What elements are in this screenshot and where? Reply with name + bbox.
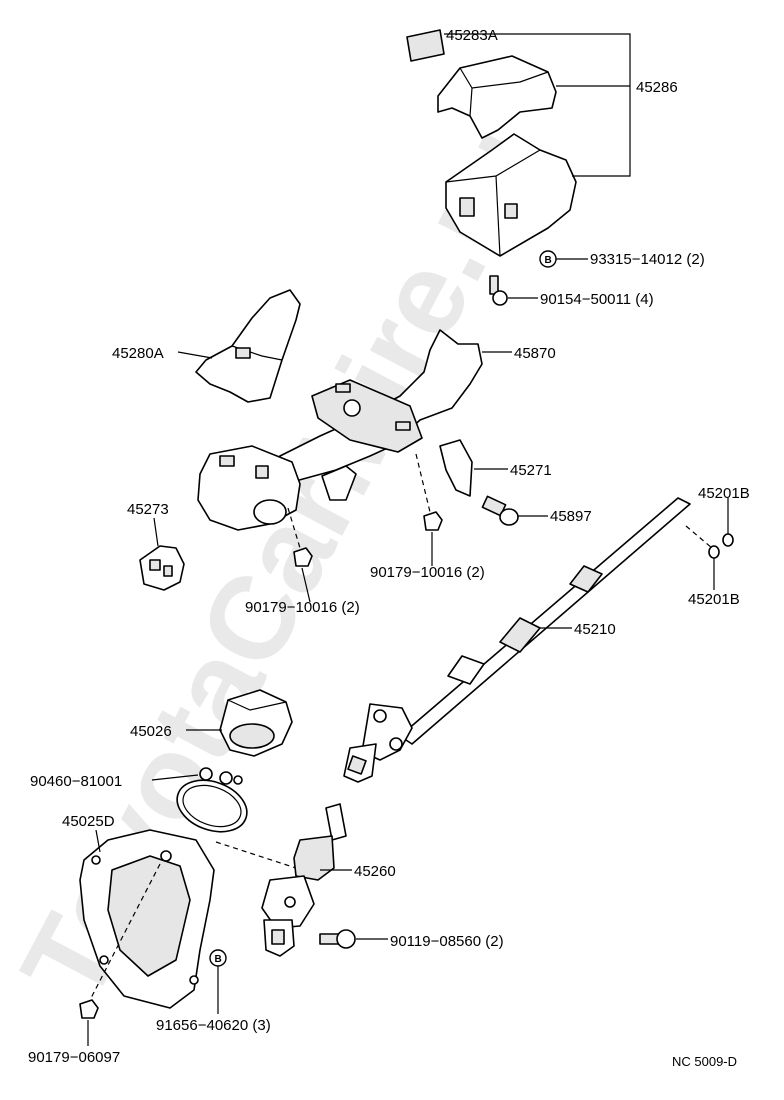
snap-ring-45201b-lower (708, 545, 720, 559)
nut-90179-10016-right (423, 511, 443, 531)
label-45025d: 45025D (62, 813, 115, 830)
b-marker-icon: B (545, 255, 552, 266)
bracket-45271 (439, 439, 473, 497)
label-45271: 45271 (510, 462, 552, 479)
label-45210: 45210 (574, 621, 616, 638)
intermediate-shaft-45260 (261, 803, 347, 957)
steering-main-shaft-45210 (343, 497, 691, 783)
b-marker-icon: B (215, 954, 222, 965)
label-plate-45283a (406, 29, 445, 62)
column-bracket-45280a (195, 289, 301, 403)
steering-column-tube-45870 (197, 329, 483, 531)
bolt-91656-40620: B (209, 949, 227, 967)
snap-ring-45201b-upper (722, 533, 734, 547)
nut-90179-06097 (79, 999, 99, 1019)
upper-column-cover (437, 55, 557, 139)
bolt-90154-50011 (489, 275, 508, 306)
label-45201b-a: 45201B (698, 485, 750, 502)
dust-cover-45025d (79, 829, 215, 1009)
bushing-45273 (139, 545, 185, 591)
label-45283a: 45283A (446, 27, 498, 44)
label-45260: 45260 (354, 863, 396, 880)
label-90179-10016-b: 90179−10016 (2) (370, 564, 485, 581)
label-90119-08560: 90119−08560 (2) (390, 933, 504, 950)
label-45273: 45273 (127, 501, 169, 518)
hose-clamp-90460-81001 (176, 767, 248, 833)
label-45201b-b: 45201B (688, 591, 740, 608)
bolt-90119-08560 (319, 929, 356, 949)
nut-90179-10016-left (293, 547, 313, 567)
label-90460-81001: 90460−81001 (30, 773, 122, 790)
drawing-code: NC 5009-D (672, 1054, 737, 1069)
label-91656-40620: 91656−40620 (3) (156, 1017, 271, 1034)
label-45280a: 45280A (112, 345, 164, 362)
label-45026: 45026 (130, 723, 172, 740)
label-45870: 45870 (514, 345, 556, 362)
label-45286: 45286 (636, 79, 678, 96)
label-90179-06097: 90179−06097 (28, 1049, 120, 1066)
boot-seal-45026 (219, 689, 293, 757)
lower-column-cover (445, 133, 577, 257)
label-90154-50011: 90154−50011 (4) (540, 291, 654, 308)
label-90179-10016-a: 90179−10016 (2) (245, 599, 360, 616)
label-93315-14012: 93315−14012 (2) (590, 251, 705, 268)
pin-45897 (481, 495, 519, 526)
screw-93315-14012: B (539, 250, 557, 268)
label-45897: 45897 (550, 508, 592, 525)
